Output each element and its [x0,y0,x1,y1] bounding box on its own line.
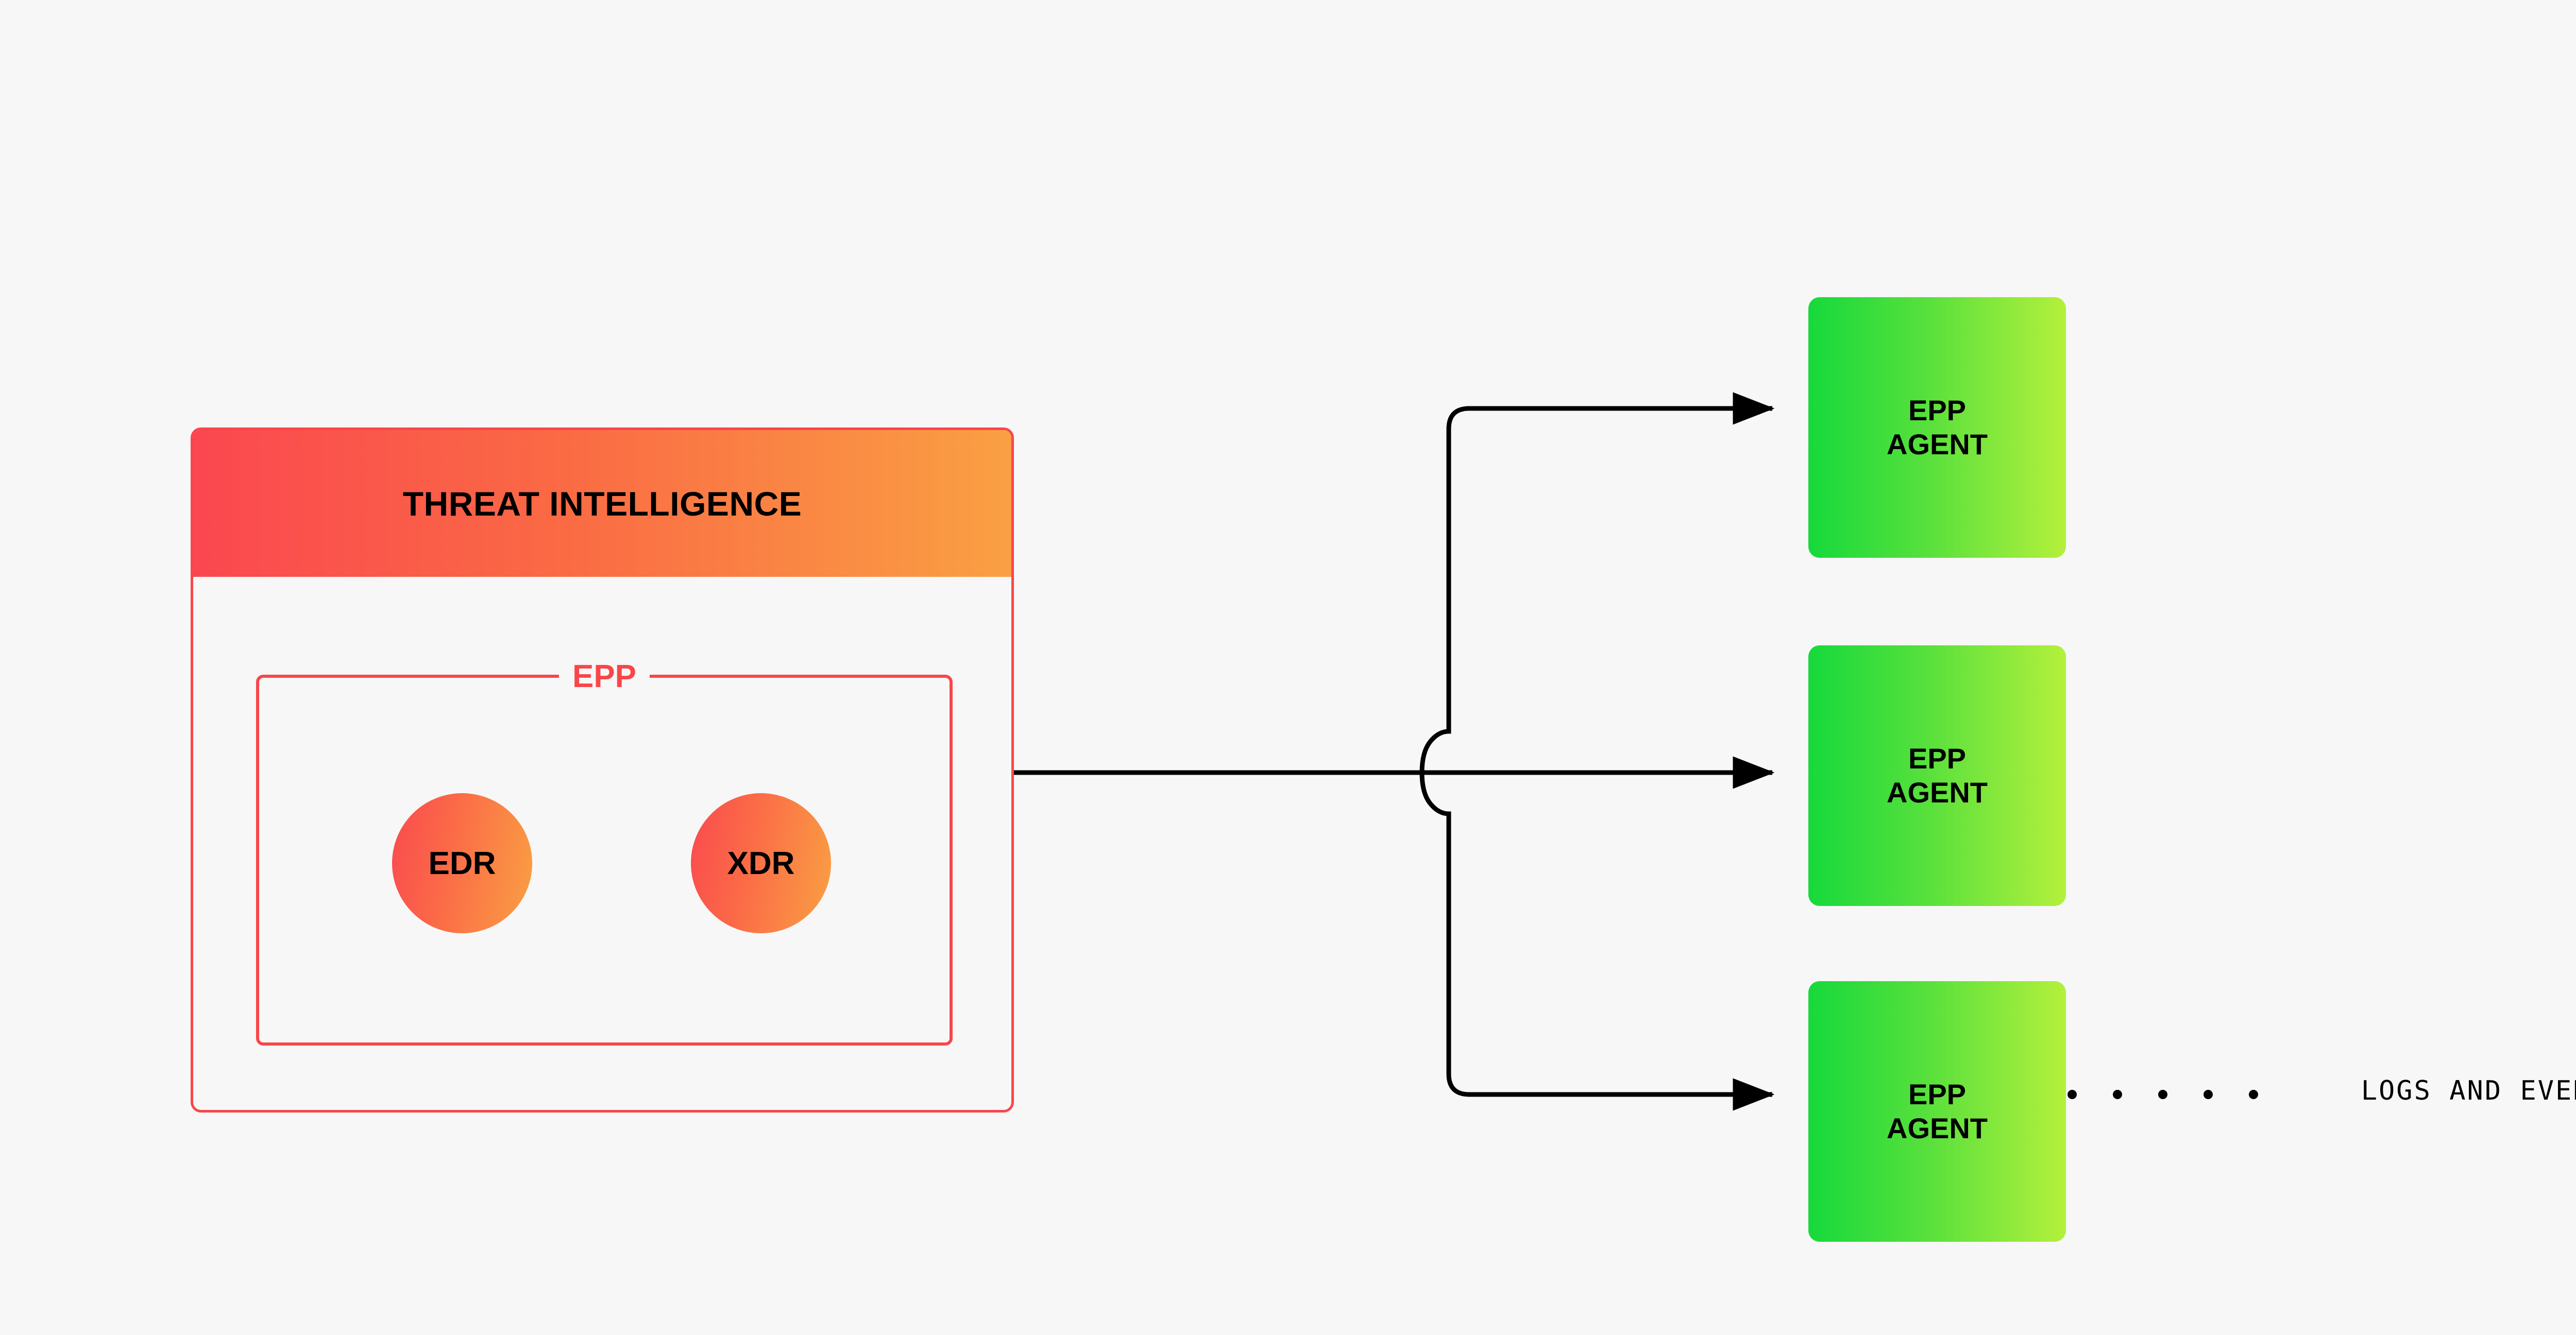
xdr-circle[interactable]: XDR [691,793,831,933]
edr-label: EDR [428,845,496,881]
epp-agent-label-line1: EPP [1908,742,1967,775]
threat-intelligence-title: THREAT INTELLIGENCE [402,484,802,523]
epp-agent-label-line2: AGENT [1887,428,1988,460]
wire-branch-agent-1 [1419,392,1775,773]
threat-intelligence-header: THREAT INTELLIGENCE [193,430,1011,577]
wire-branch-agent-3 [1419,772,1775,1111]
epp-group-legend: EPP [558,656,650,697]
epp-agent-box-1[interactable]: EPP AGENT [1808,297,2066,558]
epp-agent-box-3[interactable]: EPP AGENT [1808,981,2066,1242]
epp-agent-label-line1: EPP [1908,393,1967,426]
xdr-label: XDR [727,845,795,881]
epp-agent-label-line1: EPP [1908,1077,1967,1110]
epp-group-fieldset: EPP EDR XDR [256,656,953,1046]
epp-agent-label-line2: AGENT [1887,776,1988,809]
logs-and-events-label: LOGS AND EVENTS [2282,1075,2576,1106]
edr-circle[interactable]: EDR [392,793,532,933]
threat-intelligence-panel: THREAT INTELLIGENCE EPP EDR XDR [191,427,1014,1112]
epp-agent-box-2[interactable]: EPP AGENT [1808,645,2066,906]
epp-agent-label-line2: AGENT [1887,1112,1988,1144]
